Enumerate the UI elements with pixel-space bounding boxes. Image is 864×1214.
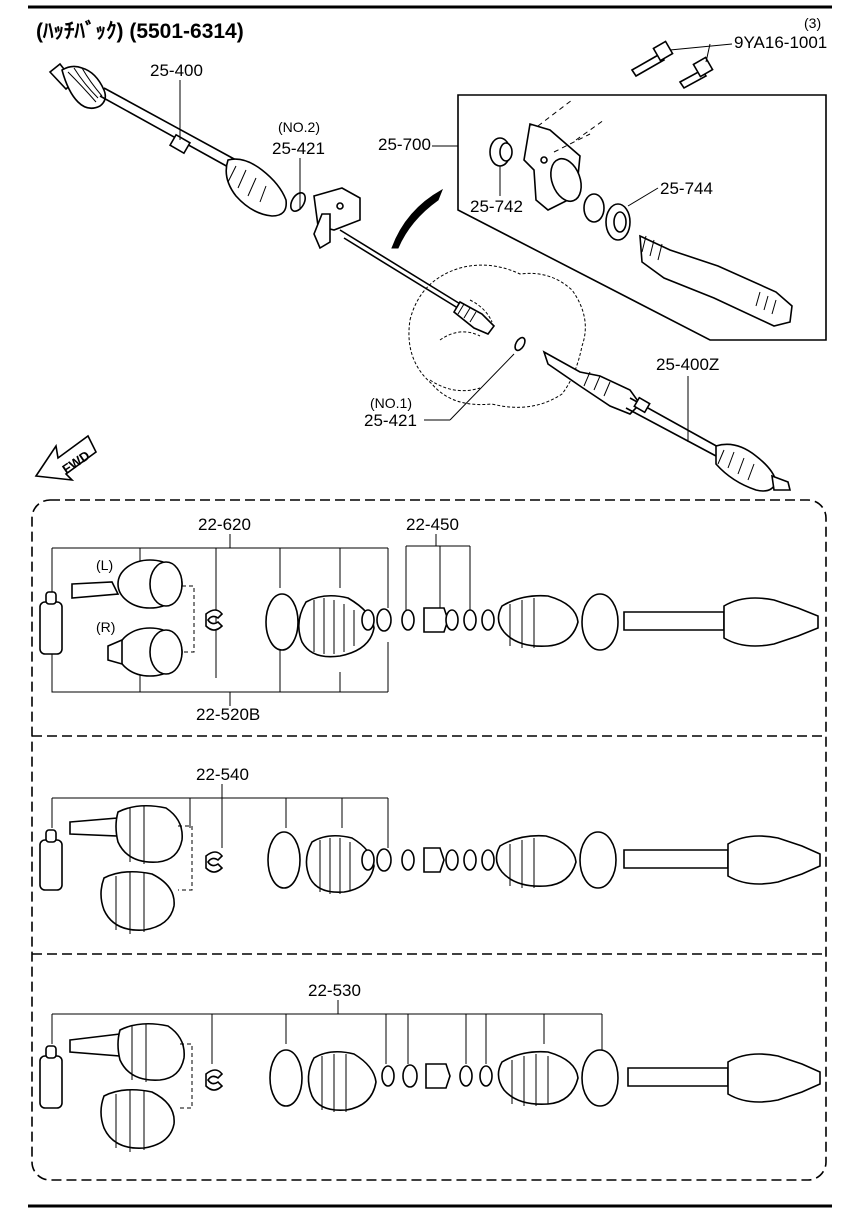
left-drive-shaft <box>48 62 307 217</box>
label-9ya16-1001: 9YA16-1001 <box>734 33 827 52</box>
label-25-421-no2: 25-421 <box>272 139 325 158</box>
label-25-400z: 25-400Z <box>656 355 719 374</box>
kit-2: 22-540 <box>39 765 821 934</box>
label-joint-l: (L) <box>96 557 113 573</box>
center-intermediate-shaft <box>313 187 496 335</box>
label-25-421-no1: 25-421 <box>364 411 417 430</box>
right-drive-shaft <box>514 336 792 492</box>
label-no1-note: (NO.1) <box>370 395 412 411</box>
label-no2-note: (NO.2) <box>278 119 320 135</box>
label-22-450: 22-450 <box>406 515 459 534</box>
label-22-620: 22-620 <box>198 515 251 534</box>
label-25-700: 25-700 <box>378 135 431 154</box>
label-25-744: 25-744 <box>660 179 713 198</box>
page-title: (ﾊｯﾁﾊﾞｯｸ) (5501-6314) <box>36 19 244 43</box>
bolts <box>630 40 714 90</box>
kits-panel <box>31 499 827 1181</box>
label-joint-r: (R) <box>96 619 115 635</box>
label-22-530: 22-530 <box>308 981 361 1000</box>
fwd-arrow-icon: FWD <box>34 434 98 482</box>
bearing-support-inset <box>457 94 827 341</box>
kit-3: 22-530 <box>39 981 821 1152</box>
transaxle-sketch <box>408 264 586 408</box>
label-22-520b: 22-520B <box>196 705 260 724</box>
label-22-540: 22-540 <box>196 765 249 784</box>
kit-1: 22-620 22-450 22-520B (L) (R) <box>39 515 819 724</box>
label-bolt-qty: (3) <box>804 15 821 31</box>
assembly-arrow <box>391 188 443 249</box>
label-25-742: 25-742 <box>470 197 523 216</box>
label-25-400: 25-400 <box>150 61 203 80</box>
